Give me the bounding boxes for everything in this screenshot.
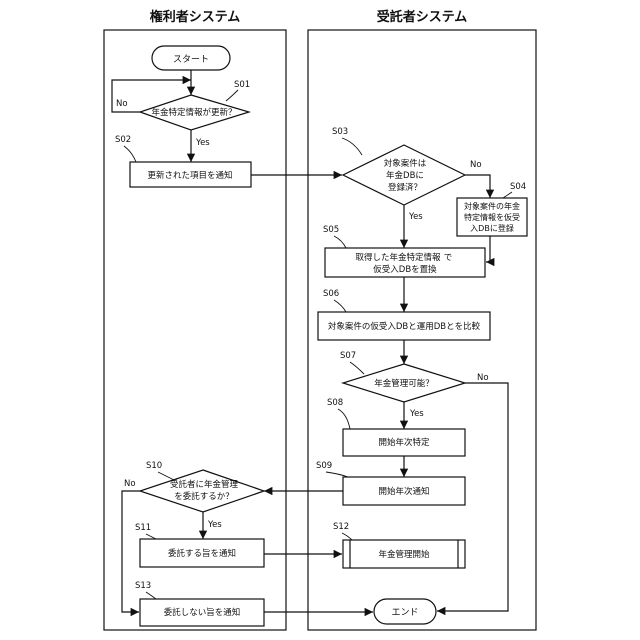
s01-yes-label: Yes (195, 138, 210, 148)
step-leader-s12 (342, 533, 352, 540)
step-label-s10: S10 (146, 461, 162, 471)
step-label-s12: S12 (333, 522, 349, 532)
s07-yes-label: Yes (409, 409, 424, 419)
s03-no-label: No (470, 160, 482, 170)
s09-label: 開始年次通知 (378, 486, 429, 497)
step-leader-s02 (124, 146, 136, 162)
s10-label-line1: 受託者に年金管理 (170, 479, 239, 490)
s07-label: 年金管理可能？ (374, 378, 434, 389)
s05-label-line2: で (444, 253, 453, 263)
step-label-s13: S13 (135, 581, 151, 591)
step-leader-s13 (146, 592, 156, 599)
s02-label: 更新された項目を通知 (147, 170, 232, 181)
s04-label-line2: 特定情報を仮受 (464, 212, 520, 222)
s05-label-line3: 仮受入DBを置換 (373, 264, 437, 275)
step-leader-s07 (350, 362, 364, 374)
step-leader-s06 (334, 300, 346, 312)
step-label-s02: S02 (115, 135, 131, 145)
step-label-s09: S09 (316, 461, 332, 471)
s12-label: 年金管理開始 (378, 549, 430, 560)
s05-label-line1: 取得した年金特定情報 (355, 252, 441, 263)
s03-label-line1: 対象案件は (384, 158, 427, 169)
s03-yes-label: Yes (408, 212, 423, 222)
s10-yes-label: Yes (207, 520, 222, 530)
s07-no-label: No (477, 373, 489, 383)
edge-s04-s05 (486, 236, 490, 262)
s10-label-line2: を委託するか？ (174, 491, 234, 502)
step-leader-s11 (146, 534, 156, 539)
s11-label: 委託する旨を通知 (168, 548, 236, 559)
s04-label-line1: 対象案件の年金 (464, 201, 520, 211)
step-leader-s04 (503, 192, 512, 198)
edge-s10-s13 (122, 491, 140, 612)
s13-label: 委託しない旨を通知 (164, 607, 241, 618)
step-label-s01: S01 (234, 80, 250, 90)
s03-label-line2: 年金DBに (386, 170, 424, 181)
step-label-s11: S11 (135, 523, 151, 533)
s10-decision (140, 470, 264, 512)
s04-label-line3: 入DBに登録 (470, 223, 514, 233)
step-leader-s10 (158, 472, 174, 480)
end-label: エンド (391, 608, 418, 618)
step-label-s05: S05 (323, 225, 339, 235)
s10-no-label: No (124, 479, 136, 489)
edge-s03-s04 (465, 175, 490, 198)
step-label-s03: S03 (332, 127, 348, 137)
s01-label: 年金特定情報が更新？ (151, 107, 236, 118)
s01-no-label: No (116, 99, 128, 109)
step-label-s04: S04 (510, 182, 526, 192)
start-label: スタート (173, 54, 209, 65)
step-leader-s03 (342, 138, 362, 155)
step-leader-s01 (226, 90, 238, 101)
step-label-s06: S06 (323, 289, 339, 299)
step-leader-s05 (334, 236, 346, 248)
step-label-s08: S08 (327, 398, 343, 408)
s08-label: 開始年次特定 (378, 437, 430, 448)
s03-label-line3: 登録済？ (388, 182, 422, 193)
step-leader-s08 (338, 409, 350, 429)
step-label-s07: S07 (340, 351, 356, 361)
s06-label: 対象案件の仮受入DBと運用DBとを比較 (328, 321, 481, 332)
connectors (112, 70, 508, 612)
step-leader-s09 (326, 472, 348, 477)
